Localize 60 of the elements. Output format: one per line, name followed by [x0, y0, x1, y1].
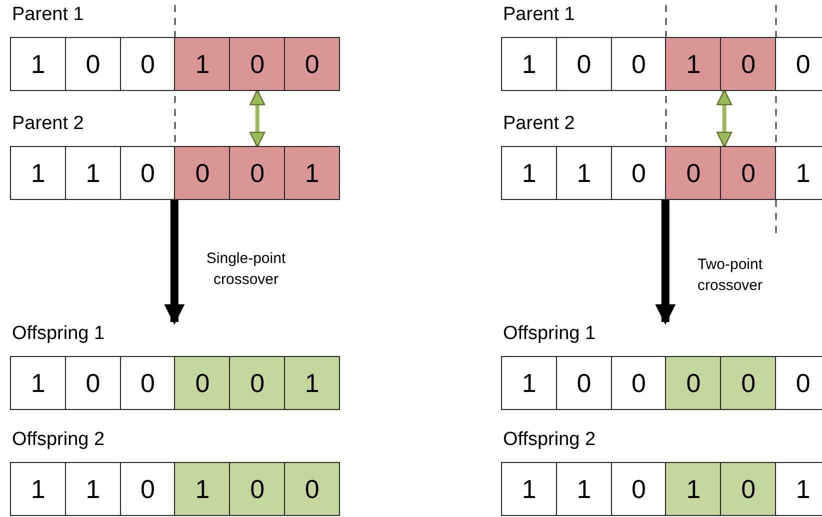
- gene-cell: 1: [284, 146, 340, 200]
- gene-cell: 0: [174, 146, 231, 200]
- gene-cell: 0: [610, 356, 667, 410]
- arrow: [656, 200, 676, 324]
- row-title: Parent 1: [12, 3, 84, 27]
- gene-cell: 1: [64, 146, 122, 200]
- row-title: Offspring 1: [12, 322, 105, 346]
- gene-cell: 1: [174, 462, 231, 516]
- row-title: Offspring 2: [503, 428, 596, 452]
- gene-cell: 1: [775, 146, 822, 200]
- gene-cell: 0: [120, 146, 176, 200]
- gene-cell: 0: [610, 462, 667, 516]
- gene-cell: 0: [556, 37, 612, 91]
- gene-cell: 0: [120, 462, 176, 516]
- gene-cell: 0: [64, 356, 122, 410]
- double-arrow: [716, 90, 732, 148]
- gene-cell: 0: [229, 356, 286, 410]
- arrow: [164, 200, 184, 324]
- gene-cell: 0: [120, 356, 176, 410]
- gene-cell: 1: [501, 356, 558, 410]
- row-title: Parent 1: [503, 3, 575, 27]
- gene-cell: 0: [229, 462, 286, 516]
- gene-cell: 1: [556, 462, 612, 516]
- gene-cell: 1: [10, 356, 66, 410]
- gene-cell: 1: [556, 146, 612, 200]
- gene-cell: 0: [284, 37, 340, 91]
- gene-cell: 0: [720, 37, 776, 91]
- gene-cell: 0: [174, 356, 231, 410]
- gene-cell: 1: [10, 37, 66, 91]
- row-title: Parent 2: [12, 112, 84, 136]
- gene-cell: 1: [775, 462, 822, 516]
- gene-cell: 1: [284, 356, 340, 410]
- gene-cell: 1: [501, 146, 558, 200]
- gene-cell: 0: [64, 37, 122, 91]
- gene-cell: 0: [665, 356, 722, 410]
- gene-cell: 0: [720, 146, 776, 200]
- gene-cell: 1: [665, 462, 722, 516]
- gene-cell: 0: [720, 462, 776, 516]
- gene-cell: 1: [174, 37, 231, 91]
- gene-cell: 0: [556, 356, 612, 410]
- gene-cell: 1: [501, 462, 558, 516]
- gene-cell: 1: [10, 462, 66, 516]
- gene-cell: 0: [720, 356, 776, 410]
- gene-cell: 0: [665, 146, 722, 200]
- double-arrow: [250, 90, 266, 148]
- row-title: Offspring 2: [12, 428, 105, 452]
- gene-cell: 0: [775, 37, 822, 91]
- gene-cell: 0: [120, 37, 176, 91]
- gene-cell: 0: [284, 462, 340, 516]
- gene-cell: 0: [775, 356, 822, 410]
- gene-cell: 1: [665, 37, 722, 91]
- gene-cell: 0: [229, 146, 286, 200]
- gene-cell: 0: [610, 37, 667, 91]
- gene-cell: 0: [229, 37, 286, 91]
- gene-cell: 1: [501, 37, 558, 91]
- gene-cell: 1: [10, 146, 66, 200]
- row-title: Offspring 1: [503, 322, 596, 346]
- gene-cell: 0: [610, 146, 667, 200]
- gene-cell: 1: [64, 462, 122, 516]
- row-title: Parent 2: [503, 112, 575, 136]
